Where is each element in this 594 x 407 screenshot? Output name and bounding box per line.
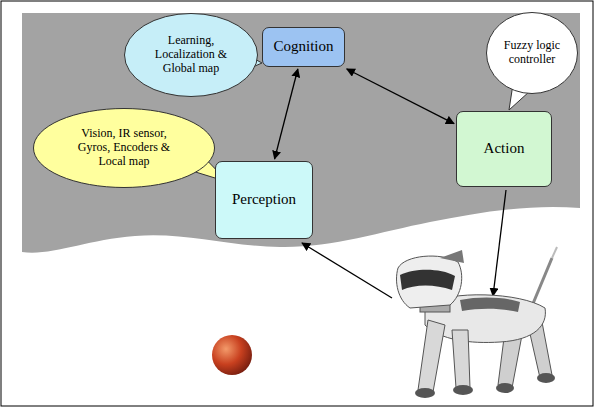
box-label: Action [484,140,525,157]
callout-bubble: Fuzzy logic controller [486,12,578,94]
body-stripe [460,298,520,312]
flow-arrow [347,69,454,124]
flow-arrow [275,69,298,159]
process-box: Perception [215,161,313,239]
leg [418,320,445,392]
paw [415,388,435,398]
process-box: Action [456,111,552,187]
box-label: Cognition [273,38,333,55]
tail-tip [552,247,557,258]
visor [400,270,455,290]
command-arrow [493,190,506,296]
paw [453,385,473,395]
bubble-ellipse [125,14,258,97]
system-region [22,13,580,253]
robot-dog [397,247,558,398]
callout-text: Fuzzy logic controller [500,39,564,67]
tail-antenna [532,258,552,306]
process-box: Cognition [262,27,345,67]
ball [212,335,252,375]
bubble-ellipse [487,13,578,94]
box-label: Perception [232,191,296,208]
leg [452,330,470,388]
paw [496,383,514,393]
callout-text: Learning, Localization & Global map [149,34,233,75]
ear [440,250,464,263]
bubble-ellipse [34,109,215,188]
head [397,256,462,308]
callout-bubble: Vision, IR sensor, Gyros, Encoders & Loc… [33,108,215,188]
callout-bubble: Learning, Localization & Global map [124,13,258,97]
paw [537,373,555,383]
sensing-arrow [302,243,392,298]
callout-text: Vision, IR sensor, Gyros, Encoders & Loc… [72,127,176,168]
